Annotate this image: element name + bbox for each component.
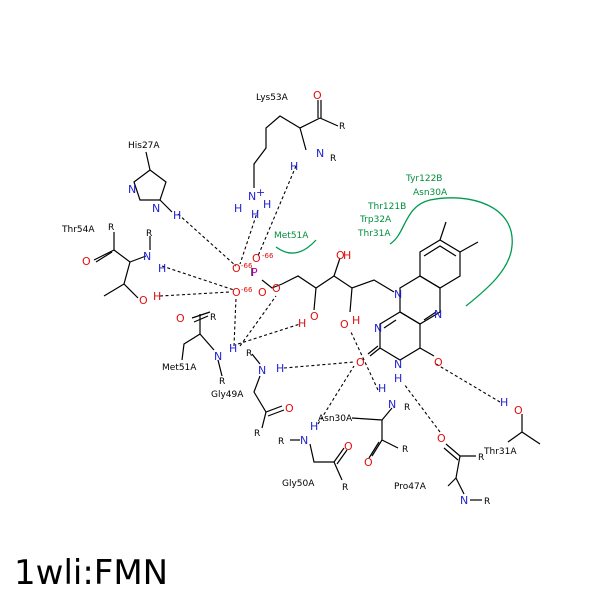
residue-label-met51a: Met51A <box>162 363 197 373</box>
hydrophobic-label-thr31a: Thr31A <box>357 229 391 239</box>
atom-o-thr31a: O <box>514 404 523 417</box>
atom-o-asn30a: O <box>364 456 373 469</box>
atom-h3n-fmn: H <box>394 372 402 385</box>
atom-nplus-lys53a: N <box>248 190 256 203</box>
atom-n-met51a: N <box>214 350 222 363</box>
residue-asn30a: Asn30A H N R O R <box>318 382 410 469</box>
atom-o3p-fmn: O <box>232 286 241 299</box>
atom-h4-fmn: H <box>298 317 306 330</box>
atom-hg-thr54a: H <box>153 290 161 303</box>
atom-p-fmn: P <box>251 266 258 279</box>
atom-h3-fmn: H <box>343 249 351 262</box>
atom-og-thr54a: O <box>139 294 148 307</box>
atom-charge-o1p: -66 <box>241 262 253 270</box>
residue-pro47a: O R Pro47A N R <box>394 432 490 507</box>
ligand-fmn: P O -66 O -66 O -66 O O O H O H O H N N … <box>232 221 479 385</box>
atom-h-lys53a-backbone: H <box>290 160 298 173</box>
atom-n3-fmn: N <box>394 358 402 371</box>
atom-r-gly49a: R <box>246 349 252 359</box>
atom-h-his27a: H <box>173 209 181 222</box>
atom-n-gly50a: N <box>300 434 308 447</box>
atom-n2-his27a: N <box>152 202 160 215</box>
atom-n5-fmn: N <box>434 308 442 321</box>
atom-r-thr54a: R <box>108 223 114 233</box>
hydrogen-bonds <box>159 165 501 433</box>
atom-plus-lys53a: + <box>256 186 265 199</box>
atom-r2-pro47a: R <box>484 497 490 507</box>
atom-o-gly49a: O <box>285 402 294 415</box>
atom-r2-gly50a: R <box>342 483 348 493</box>
atom-h-met51a: H <box>229 342 237 355</box>
atom-o5-bridge-fmn: O <box>272 282 281 295</box>
hydrophobic-arc-met51a <box>275 239 317 254</box>
hydrophobic-arc-cluster <box>389 197 513 307</box>
hydrophobic-label-met51a: Met51A <box>274 231 309 241</box>
atom-r-asn30a: R <box>404 403 410 413</box>
atom-r2-met51a: R <box>219 377 225 387</box>
residue-met51a: R O N H R Met51A <box>162 311 237 387</box>
atom-o2-fmn: O <box>340 318 349 331</box>
atom-r-lys53a: R <box>339 122 345 132</box>
atom-charge-o2p: -66 <box>262 252 274 260</box>
atom-o-met51a: O <box>176 312 185 325</box>
atom-o-gly50a: O <box>344 440 353 453</box>
diagram-caption: 1wli:FMN <box>14 553 168 593</box>
atom-r-pro47a: R <box>478 453 484 463</box>
atom-r-lys53a-n: R <box>330 154 336 164</box>
residue-thr31a: H O Thr31A <box>483 396 541 457</box>
atom-o5-fmn: O <box>258 286 267 299</box>
atom-h-thr54a: H <box>158 262 166 275</box>
atom-h-asn30a: H <box>378 382 386 395</box>
residue-his27a: His27A N N H <box>128 141 181 222</box>
atom-o4-fmn: O <box>310 310 319 323</box>
atom-n-gly49a: N <box>258 364 266 377</box>
residue-label-pro47a: Pro47A <box>394 482 427 492</box>
atom-r2-gly49a: R <box>254 429 260 439</box>
residue-label-his27a: His27A <box>128 141 160 151</box>
residue-thr54a: Thr54A R O R N H O H <box>61 223 166 307</box>
atom-charge-o3p: -66 <box>241 286 253 294</box>
atom-r2-thr54a: R <box>146 229 152 239</box>
residue-label-thr54a: Thr54A <box>61 225 95 235</box>
atom-r-met51a: R <box>210 313 216 323</box>
hydrophobic-label-thr121b: Thr121B <box>367 202 406 212</box>
atom-h1-lys53a: H <box>234 202 242 215</box>
residue-label-gly50a: Gly50A <box>282 479 315 489</box>
residue-lys53a: Lys53A O R N R H N + H H H <box>234 89 345 221</box>
atom-n-asn30a: N <box>388 398 396 411</box>
atom-h-thr31a: H <box>500 396 508 409</box>
hydrophobic-label-asn30a: Asn30A <box>413 188 448 198</box>
atom-o-pro47a: O <box>437 432 446 445</box>
residue-label-asn30a: Asn30A <box>318 414 353 424</box>
atom-o2p-fmn: O <box>252 252 261 265</box>
atom-n-pro47a: N <box>460 494 468 507</box>
atom-n-thr54a: N <box>143 250 151 263</box>
atom-r-gly50a: R <box>278 437 284 447</box>
atom-h2-lys53a: H <box>251 208 259 221</box>
atom-h-gly49a: H <box>276 362 284 375</box>
atom-o1p-fmn: O <box>232 262 241 275</box>
atom-n1-fmn: N <box>374 322 382 335</box>
atom-h2-fmn: H <box>352 314 360 327</box>
residue-label-thr31a: Thr31A <box>483 447 517 457</box>
atom-n10-fmn: N <box>394 288 402 301</box>
atom-o2c-fmn: O <box>356 356 365 369</box>
atom-o-thr54a: O <box>82 255 91 268</box>
hydrophobic-label-trp32a: Trp32A <box>359 215 392 225</box>
atom-n-lys53a-backbone: N <box>316 147 324 160</box>
atom-o4c-fmn: O <box>434 356 443 369</box>
atom-r2-asn30a: R <box>402 445 408 455</box>
residue-label-lys53a: Lys53A <box>256 93 289 103</box>
atom-n1-his27a: N <box>128 183 136 196</box>
hydrophobic-label-tyr122b: Tyr122B <box>405 174 442 184</box>
atom-o3-fmn: O <box>336 249 345 262</box>
atom-h-gly50a: H <box>310 420 318 433</box>
atom-o-lys53a: O <box>313 89 322 102</box>
residue-gly50a: R N H O R Gly50A <box>278 420 353 493</box>
residue-label-gly49a: Gly49A <box>211 390 244 400</box>
residue-gly49a: R N H Gly49A O R <box>211 349 294 439</box>
atom-h3-lys53a: H <box>263 198 271 211</box>
